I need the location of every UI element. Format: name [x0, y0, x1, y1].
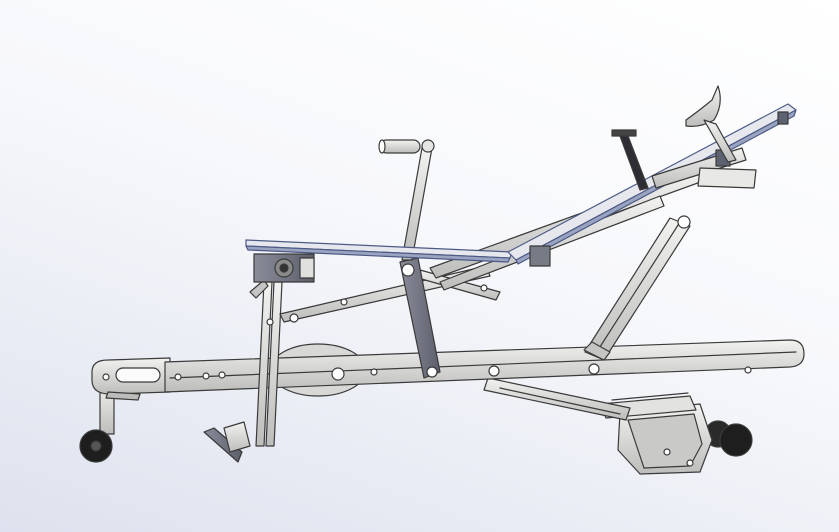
seat-plate — [245, 239, 513, 263]
front-wheel-assembly — [599, 392, 753, 475]
seat-bracket — [253, 253, 315, 283]
headrest — [685, 85, 737, 163]
armrest-post — [378, 139, 435, 261]
backrest-support-leg — [583, 215, 691, 361]
footrest — [203, 421, 251, 463]
base-frame — [91, 339, 805, 401]
backrest-cylinders — [651, 147, 757, 189]
lower-strut — [483, 377, 631, 421]
central-lever — [399, 257, 441, 379]
backrest-handle — [611, 129, 649, 191]
